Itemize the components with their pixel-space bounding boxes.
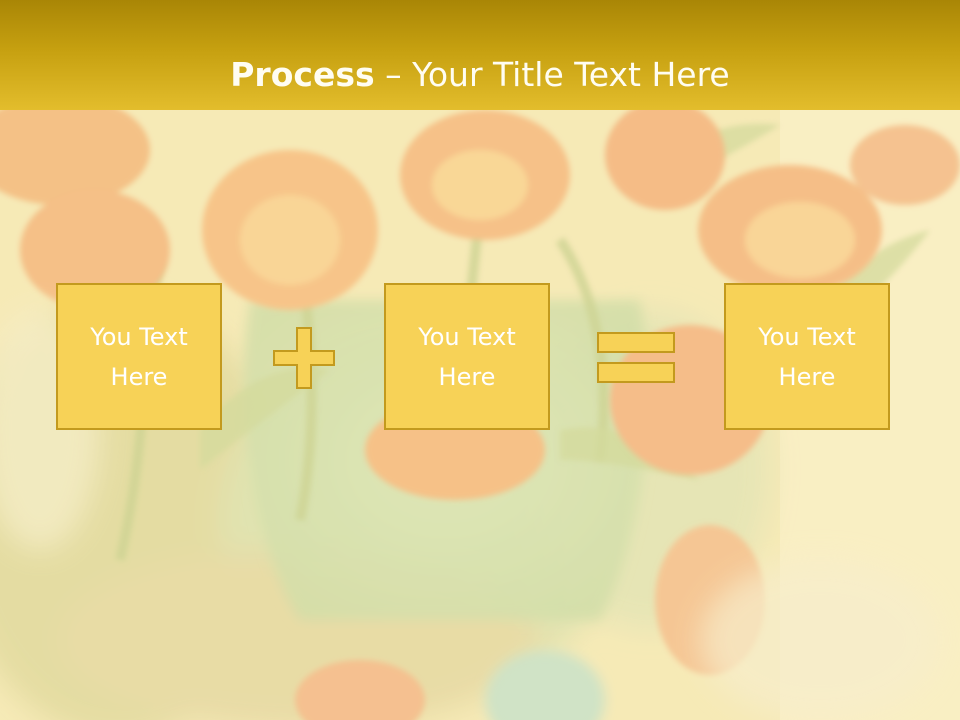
process-box-3-text: You Text Here: [742, 317, 872, 397]
process-box-2-line1: You Text: [418, 322, 516, 351]
process-box-3[interactable]: You Text Here: [724, 283, 890, 430]
process-box-3-line2: Here: [778, 362, 836, 391]
equals-icon: [597, 332, 675, 383]
process-box-1-line2: Here: [110, 362, 168, 391]
process-box-2[interactable]: You Text Here: [384, 283, 550, 430]
process-box-2-text: You Text Here: [402, 317, 532, 397]
title-bar: [0, 0, 960, 110]
title-rest-text: – Your Title Text Here: [374, 55, 730, 94]
title-bold-text: Process: [230, 55, 375, 94]
slide-title: Process – Your Title Text Here: [0, 52, 960, 98]
process-box-1-text: You Text Here: [74, 317, 204, 397]
process-box-3-line1: You Text: [758, 322, 856, 351]
process-box-2-line2: Here: [438, 362, 496, 391]
process-box-1-line1: You Text: [90, 322, 188, 351]
plus-icon: [273, 327, 335, 389]
process-box-1[interactable]: You Text Here: [56, 283, 222, 430]
